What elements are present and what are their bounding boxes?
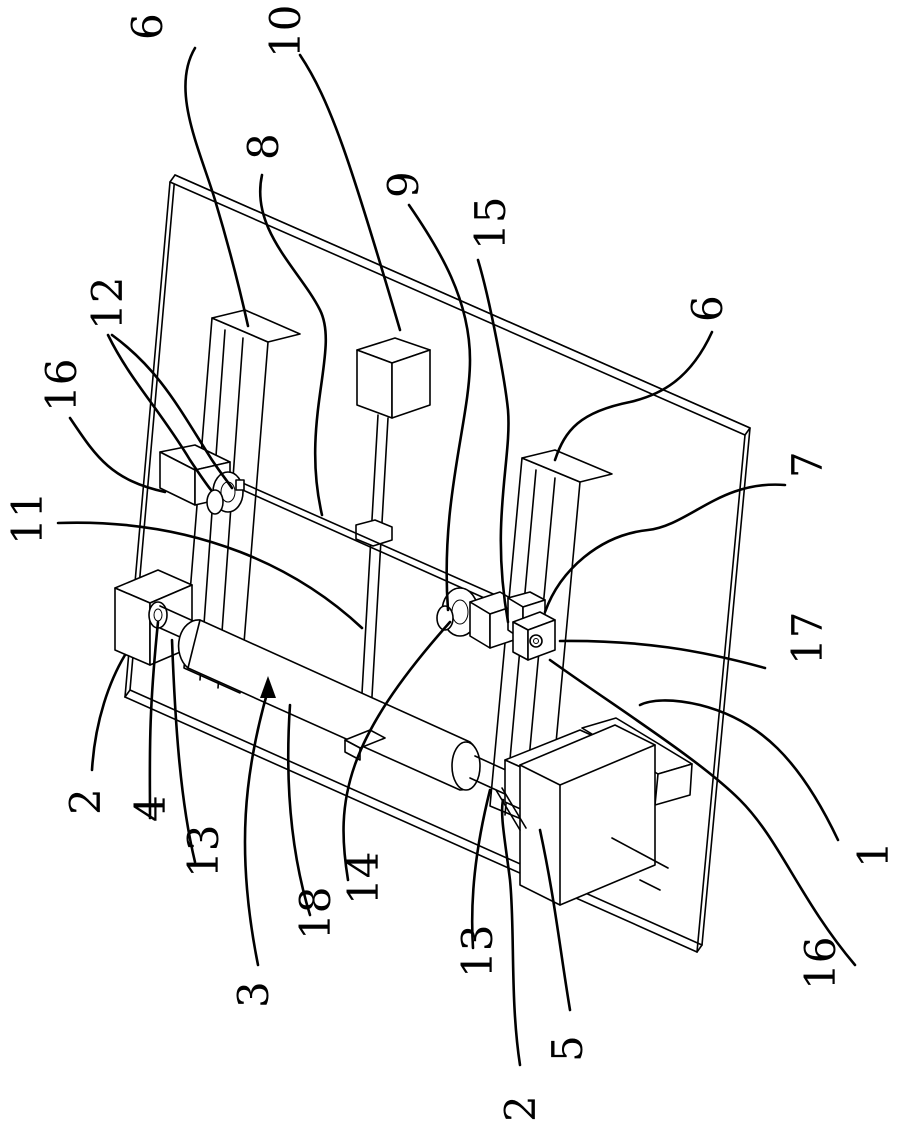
label-bearing-block-right: 2 bbox=[496, 1095, 545, 1122]
label-clamp-bottom: 14 bbox=[339, 852, 388, 905]
label-bearing-block-left: 2 bbox=[61, 788, 110, 815]
label-cross-rod: 8 bbox=[239, 133, 288, 160]
label-base-plate: 1 bbox=[849, 841, 898, 868]
label-mount-top: 16 bbox=[37, 359, 86, 412]
label-guide-rail-top: 6 bbox=[123, 13, 172, 40]
label-roller: 18 bbox=[291, 887, 340, 940]
label-bolt: 17 bbox=[783, 612, 832, 665]
label-connector: 9 bbox=[379, 171, 428, 198]
label-shaft-collar: 4 bbox=[126, 795, 175, 822]
label-pin: 15 bbox=[466, 197, 515, 250]
label-slider: 7 bbox=[783, 451, 832, 478]
label-actuator-box: 10 bbox=[261, 5, 310, 58]
label-guide-rail-bottom: 6 bbox=[683, 295, 732, 322]
label-shaft-left: 13 bbox=[179, 825, 228, 878]
label-shaft-right: 13 bbox=[453, 925, 502, 978]
label-push-rod: 11 bbox=[3, 492, 52, 545]
label-clamp-top: 12 bbox=[83, 277, 132, 330]
label-motor: 5 bbox=[543, 1035, 592, 1062]
actuator-box bbox=[357, 338, 430, 418]
label-roller-assembly: 3 bbox=[229, 981, 278, 1008]
label-mount-bottom: 16 bbox=[796, 937, 845, 990]
